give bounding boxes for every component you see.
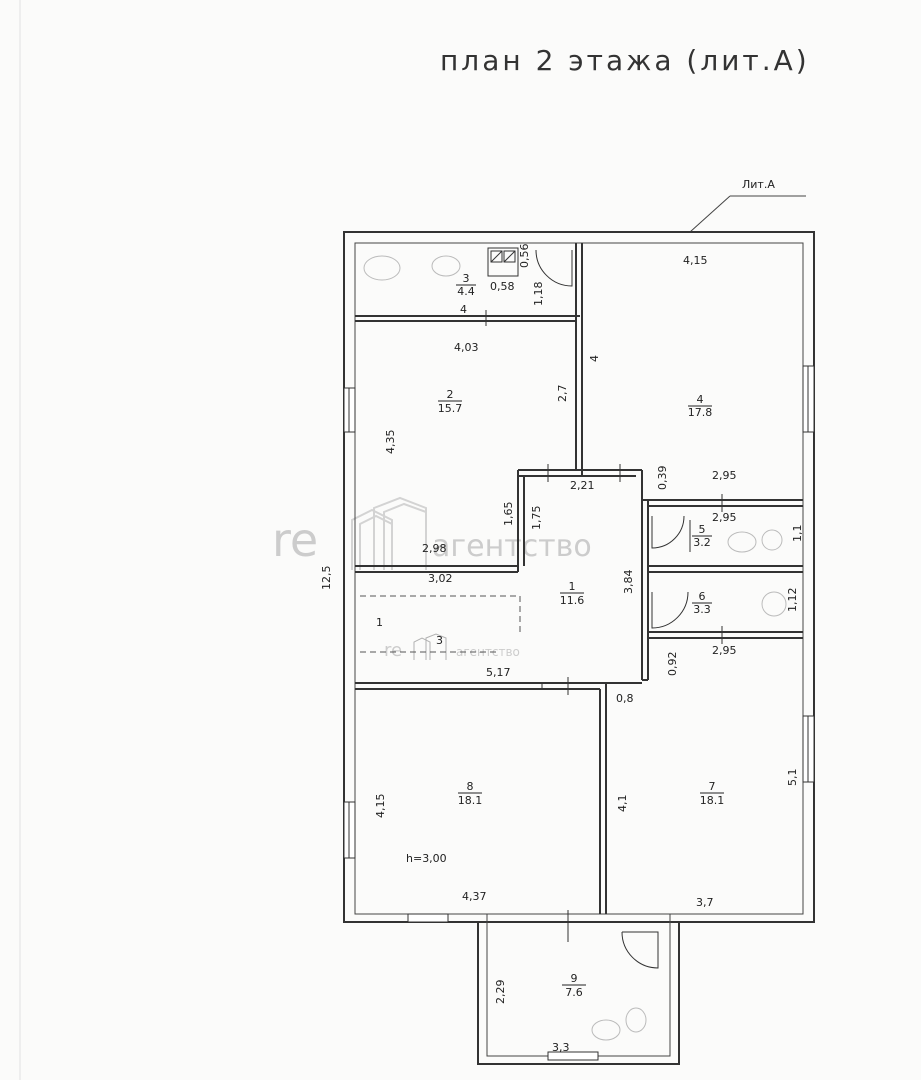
- svg-text:15.7: 15.7: [438, 402, 463, 415]
- dimension-labels-vertical: 0,56 1,18 2,7 4,35 4 0,39 1,65 1,75 1,1 …: [320, 244, 804, 1005]
- ceiling-height: h=3,00: [406, 852, 447, 865]
- dim-4-03: 4,03: [454, 341, 479, 354]
- room-label-7: 7 18.1: [700, 780, 725, 807]
- building-label: Лит.А: [742, 178, 775, 191]
- dim-3-02: 3,02: [428, 572, 453, 585]
- dim-1-65: 1,65: [502, 502, 515, 527]
- dimension-labels: 0,58 4 4,03 4,15 2,95 2,21 2,95 2,98 3,0…: [406, 254, 737, 1054]
- dim-1-18: 1,18: [532, 282, 545, 307]
- dim-2-7: 2,7: [556, 385, 569, 403]
- interior-walls: [355, 243, 803, 914]
- watermark-agency: агентство: [432, 529, 592, 564]
- dim-4-15-b: 4,15: [374, 794, 387, 819]
- svg-text:3.2: 3.2: [693, 536, 711, 549]
- svg-text:8: 8: [467, 780, 474, 793]
- stair-label-a: 1: [376, 616, 383, 629]
- dim-1-12: 1,12: [786, 588, 799, 613]
- room-label-9: 9 7.6: [562, 972, 586, 999]
- svg-text:5: 5: [699, 523, 706, 536]
- windows: [343, 365, 815, 1061]
- svg-text:4: 4: [697, 393, 704, 406]
- building-label-leader: Лит.А: [689, 178, 806, 233]
- room-label-6: 6 3.3: [692, 590, 712, 616]
- dim-3-3: 3,3: [552, 1041, 570, 1054]
- svg-text:17.8: 17.8: [688, 406, 713, 419]
- dim-2-95-c: 2,95: [712, 644, 737, 657]
- dim-0-8: 0,8: [616, 692, 634, 705]
- svg-text:3: 3: [463, 272, 470, 285]
- dim-4-a: 4: [460, 303, 467, 316]
- room-label-1: 1 11.6: [560, 580, 585, 607]
- dim-2-21: 2,21: [570, 479, 595, 492]
- dim-5-1: 5,1: [786, 769, 799, 787]
- stair-label-b: 3: [436, 634, 443, 647]
- svg-text:1: 1: [569, 580, 576, 593]
- svg-text:3.3: 3.3: [693, 603, 711, 616]
- room-label-2: 2 15.7: [438, 388, 463, 415]
- watermark-re: re: [272, 513, 318, 567]
- svg-text:11.6: 11.6: [560, 594, 585, 607]
- dim-4-1: 4,1: [616, 795, 629, 813]
- dim-4-b: 4: [588, 355, 601, 362]
- watermark-logo-small: re агентство: [384, 633, 520, 661]
- svg-text:9: 9: [571, 972, 578, 985]
- dim-5-17: 5,17: [486, 666, 511, 679]
- dim-1-75: 1,75: [530, 506, 543, 531]
- dim-2-95-b: 2,95: [712, 511, 737, 524]
- room-label-8: 8 18.1: [458, 780, 483, 807]
- dim-3-7: 3,7: [696, 896, 714, 909]
- dim-2-95-a: 2,95: [712, 469, 737, 482]
- dim-0-39: 0,39: [656, 466, 669, 491]
- dim-0-58: 0,58: [490, 280, 515, 293]
- svg-text:7: 7: [709, 780, 716, 793]
- svg-text:7.6: 7.6: [565, 986, 583, 999]
- room-label-3: 3 4.4: [456, 272, 476, 298]
- dim-4-35: 4,35: [384, 430, 397, 455]
- svg-text:агентство: агентство: [456, 645, 520, 659]
- svg-text:2: 2: [447, 388, 454, 401]
- opening-marks: [485, 310, 723, 942]
- plan-title: план 2 этажа (лит.А): [440, 44, 810, 77]
- dim-4-37: 4,37: [462, 890, 487, 903]
- dim-4-15-a: 4,15: [683, 254, 708, 267]
- door-swings: [535, 249, 691, 969]
- dim-3-84: 3,84: [622, 570, 635, 595]
- svg-text:18.1: 18.1: [458, 794, 483, 807]
- stairs-outline: [360, 595, 521, 653]
- svg-text:4.4: 4.4: [457, 285, 475, 298]
- dim-0-92: 0,92: [666, 652, 679, 677]
- dim-0-56: 0,56: [518, 244, 531, 269]
- room-label-4: 4 17.8: [688, 393, 713, 419]
- overall-height: 12,5: [320, 566, 333, 591]
- dim-1-1: 1,1: [791, 525, 804, 543]
- svg-text:6: 6: [699, 590, 706, 603]
- room-label-5: 5 3.2: [692, 523, 712, 549]
- svg-text:re: re: [384, 640, 402, 661]
- sanitary-fixtures: [363, 255, 787, 1041]
- dim-2-29: 2,29: [494, 980, 507, 1005]
- watermark-logo: re агентство: [272, 496, 592, 570]
- outer-walls: [343, 231, 815, 1065]
- stove-icon: [487, 247, 519, 277]
- dim-2-98: 2,98: [422, 542, 447, 555]
- svg-text:18.1: 18.1: [700, 794, 725, 807]
